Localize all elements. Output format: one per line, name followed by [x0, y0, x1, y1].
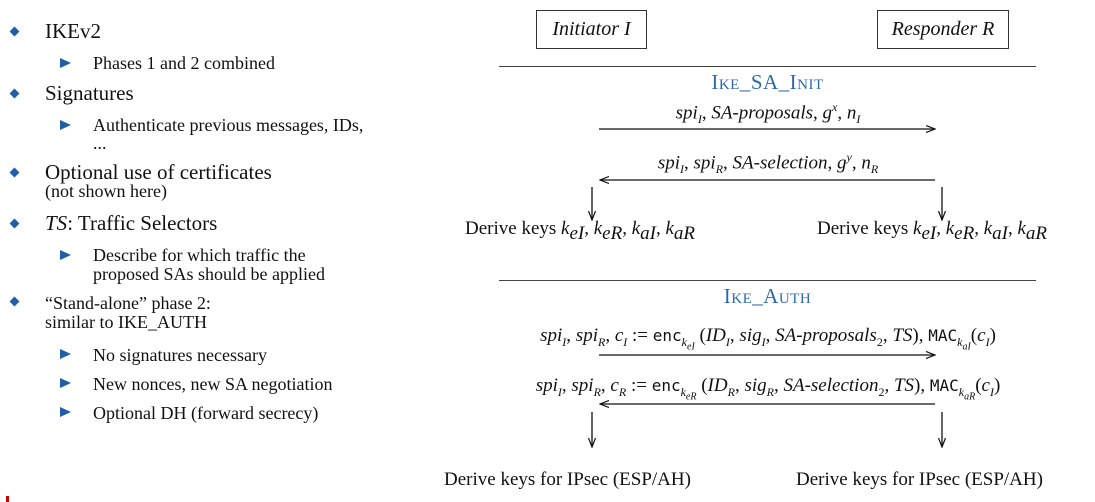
mac-text: MAC — [929, 376, 959, 395]
bullet-certificates-note: (not shown here) — [45, 181, 167, 201]
subbullet-ellipsis: ... — [93, 133, 107, 153]
corner-marker — [6, 496, 9, 502]
subbullet-phases-combined: Phases 1 and 2 combined — [93, 53, 275, 73]
msg1-label: spiI, SA-proposals, gx, nI — [675, 100, 861, 127]
mac-text: MAC — [928, 326, 958, 345]
subbullet-triangle-icon — [60, 349, 71, 359]
msg3-label: spiI, spiR, cI := enckeI (IDI, sigI, SA-… — [540, 325, 996, 353]
initiator-box: Initiator I — [536, 10, 647, 49]
bullet-certificates: Optional use of certificates — [45, 160, 272, 184]
phase1-divider — [499, 66, 1036, 67]
phase2-divider — [499, 280, 1036, 281]
subbullet-no-signatures: No signatures necessary — [93, 345, 267, 365]
ts-label: TS — [45, 211, 68, 235]
subbullet-authenticate: Authenticate previous messages, IDs, — [93, 115, 364, 135]
bullet-traffic-selectors: TS: Traffic Selectors — [45, 212, 217, 234]
bullet-signatures: Signatures — [45, 81, 134, 105]
subbullet-describe-traffic: Describe for which traffic the — [93, 245, 306, 265]
bullet-standalone-line2: similar to IKE_AUTH — [45, 312, 207, 332]
subbullet-triangle-icon — [60, 378, 71, 388]
phase2-title: Ike_Auth — [723, 284, 812, 308]
derive-keys-initiator: Derive keys keI, keR, kaI, kaR — [465, 218, 696, 244]
subbullet-triangle-icon — [60, 250, 71, 260]
derive-keys-responder: Derive keys keI, keR, kaI, kaR — [817, 218, 1048, 244]
subbullet-proposed-sas: proposed SAs should be applied — [93, 264, 325, 284]
bullet-ikev2: IKEv2 — [45, 19, 101, 43]
subbullet-triangle-icon — [60, 58, 71, 68]
msg2-label: spiI, spiR, SA-selection, gy, nR — [657, 150, 879, 177]
enc-text: enc — [652, 326, 682, 345]
subbullet-optional-dh: Optional DH (forward secrecy) — [93, 403, 319, 423]
derive-ipsec-responder: Derive keys for IPsec (ESP/AH) — [796, 469, 1043, 490]
enc-text: enc — [651, 376, 681, 395]
ts-rest: : Traffic Selectors — [67, 211, 218, 235]
responder-box: Responder R — [877, 10, 1009, 49]
derive-keys-responder-text: Derive keys — [817, 218, 909, 239]
phase1-title: Ike_SA_Init — [711, 70, 824, 94]
subbullet-triangle-icon — [60, 120, 71, 130]
derive-keys-initiator-text: Derive keys — [465, 218, 557, 239]
subbullet-new-nonces: New nonces, new SA negotiation — [93, 374, 333, 394]
bullet-standalone-phase2: “Stand-alone” phase 2: — [45, 293, 211, 313]
msg4-label: spiI, spiR, cR := enckeR (IDR, sigR, SA-… — [535, 375, 1001, 403]
subbullet-triangle-icon — [60, 407, 71, 417]
derive-ipsec-initiator: Derive keys for IPsec (ESP/AH) — [444, 469, 691, 490]
